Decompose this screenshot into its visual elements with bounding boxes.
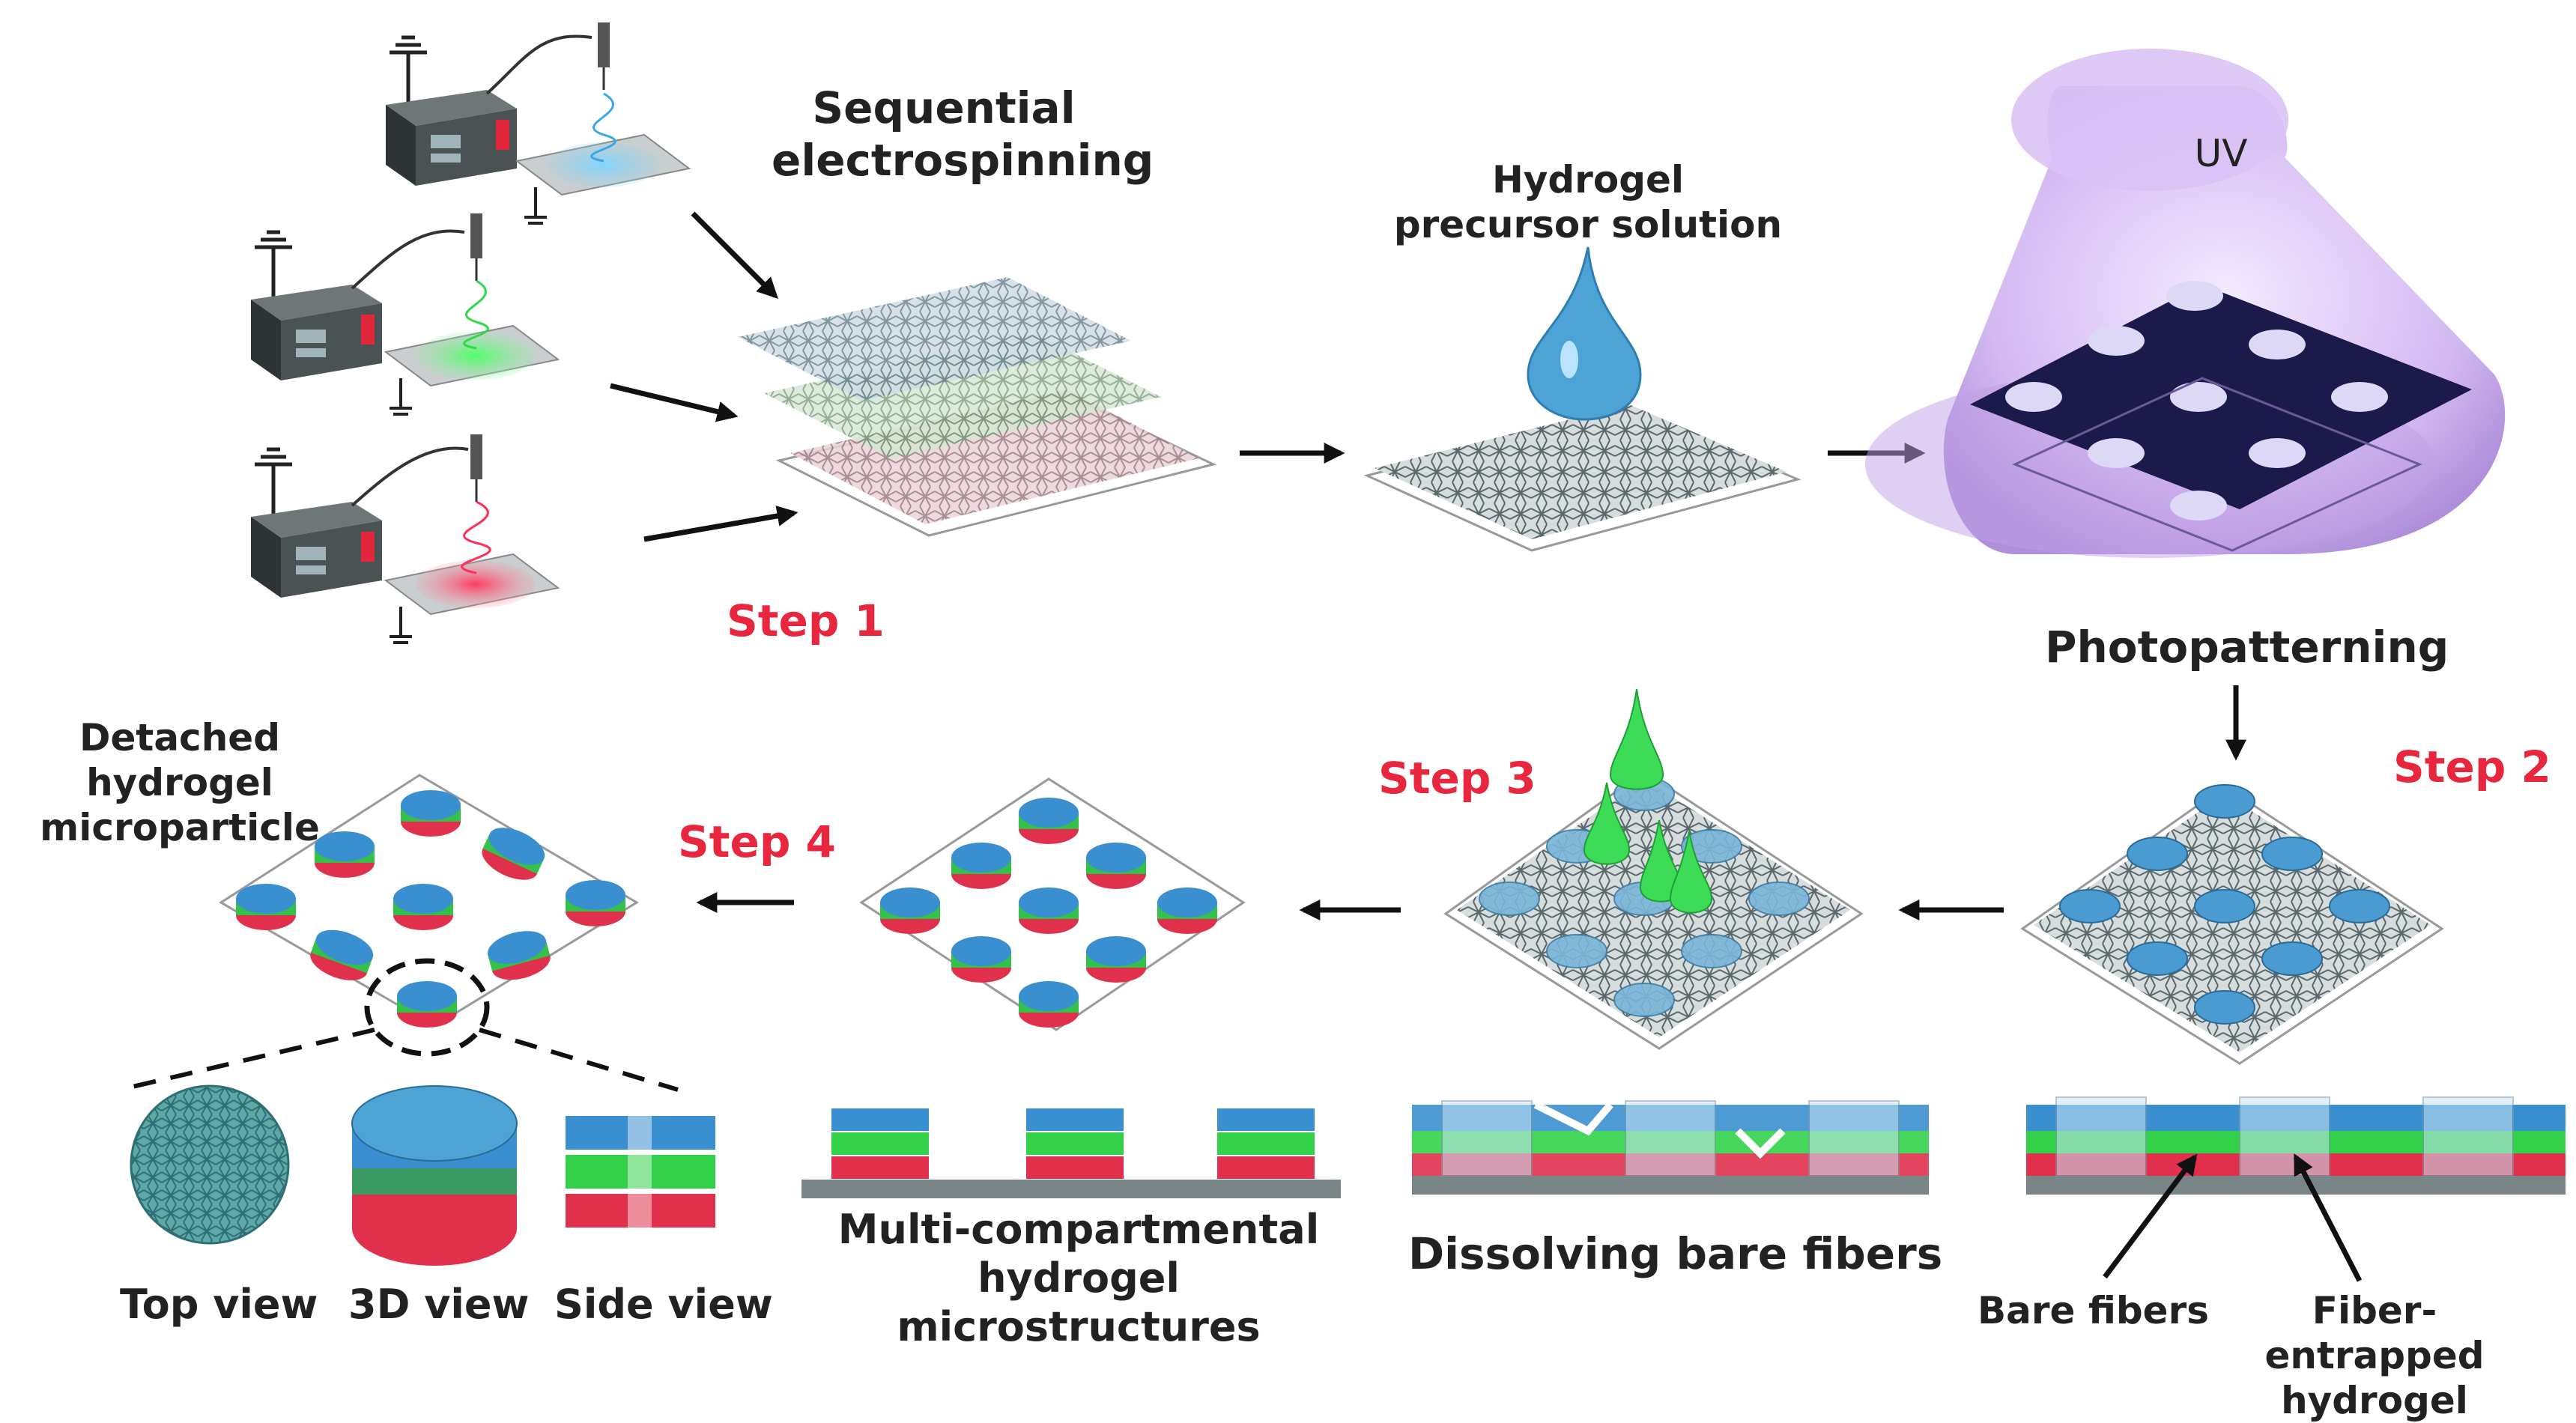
step-3-label: Step 3 (1378, 753, 1536, 804)
detached-plate (119, 774, 679, 1092)
ground-icon (255, 230, 292, 300)
dissolving-bare-fibers-label: Dissolving bare fibers (1408, 1228, 1943, 1279)
needle-icon (470, 213, 482, 281)
droplet-icon (1527, 246, 1642, 421)
power-supply-icon (251, 502, 382, 598)
multi-compartmental-label: Multi-compartmental hydrogel microstruct… (837, 1206, 1320, 1350)
magnifier-circle-icon (364, 958, 490, 1057)
step-2-label: Step 2 (2393, 741, 2551, 792)
3d-view-label: 3D view (348, 1281, 530, 1328)
top-view-label: Top view (120, 1281, 318, 1328)
side-view-particle (566, 1116, 715, 1228)
photopatterning-label: Photopatterning (2045, 622, 2449, 673)
patterned-fiber-mat (2020, 784, 2444, 1065)
collector-plate-icon (384, 279, 560, 387)
arrow-icon (610, 211, 798, 542)
step-1-label: Step 1 (727, 595, 885, 646)
droplet-icon (1583, 688, 1713, 914)
side-view-label: Side view (554, 1281, 773, 1328)
cross-section-multi (801, 1108, 1341, 1198)
precursor-on-fiber-mat (1363, 246, 1801, 552)
photomask-icon (1970, 281, 2472, 552)
detached-microparticle-label: Detached hydrogel microparticle (40, 716, 320, 849)
electrospinning-setup-blue (386, 22, 691, 225)
arrow-icon (2103, 1153, 2363, 1282)
ground-icon (255, 447, 292, 517)
dissolving-fiber-mat (1443, 688, 1864, 1050)
collector-plate-icon (515, 92, 691, 196)
electrospinning-setup-green (251, 213, 560, 416)
collector-plate-icon (384, 500, 560, 616)
3d-view-particle (351, 1085, 518, 1266)
microparticle-grid (880, 798, 1217, 1028)
uv-label: UV (2194, 132, 2248, 175)
ground-icon (390, 35, 427, 105)
cross-section-fibers (2026, 1096, 2566, 1282)
fiber-entrapped-hydrogel-label: Fiber-entrapped hydrogel (2264, 1289, 2485, 1422)
power-supply-icon (251, 285, 382, 380)
cross-section-dissolving (1412, 1100, 1929, 1195)
top-view-disc (130, 1084, 290, 1245)
bare-fibers-label: Bare fibers (1978, 1289, 2210, 1332)
needle-icon (470, 434, 482, 502)
electrospinning-setup-red (251, 434, 560, 644)
microstructure-plate (859, 777, 1246, 1031)
sequential-electrospinning-label: Sequential electrospinning (772, 82, 1154, 186)
fiber-layer-stack (738, 277, 1217, 537)
hydrogel-precursor-label: Hydrogel precursor solution (1393, 158, 1783, 246)
needle-icon (598, 22, 610, 90)
step-4-label: Step 4 (678, 816, 836, 867)
arrow-icon (696, 892, 2004, 920)
power-supply-icon (386, 90, 517, 186)
